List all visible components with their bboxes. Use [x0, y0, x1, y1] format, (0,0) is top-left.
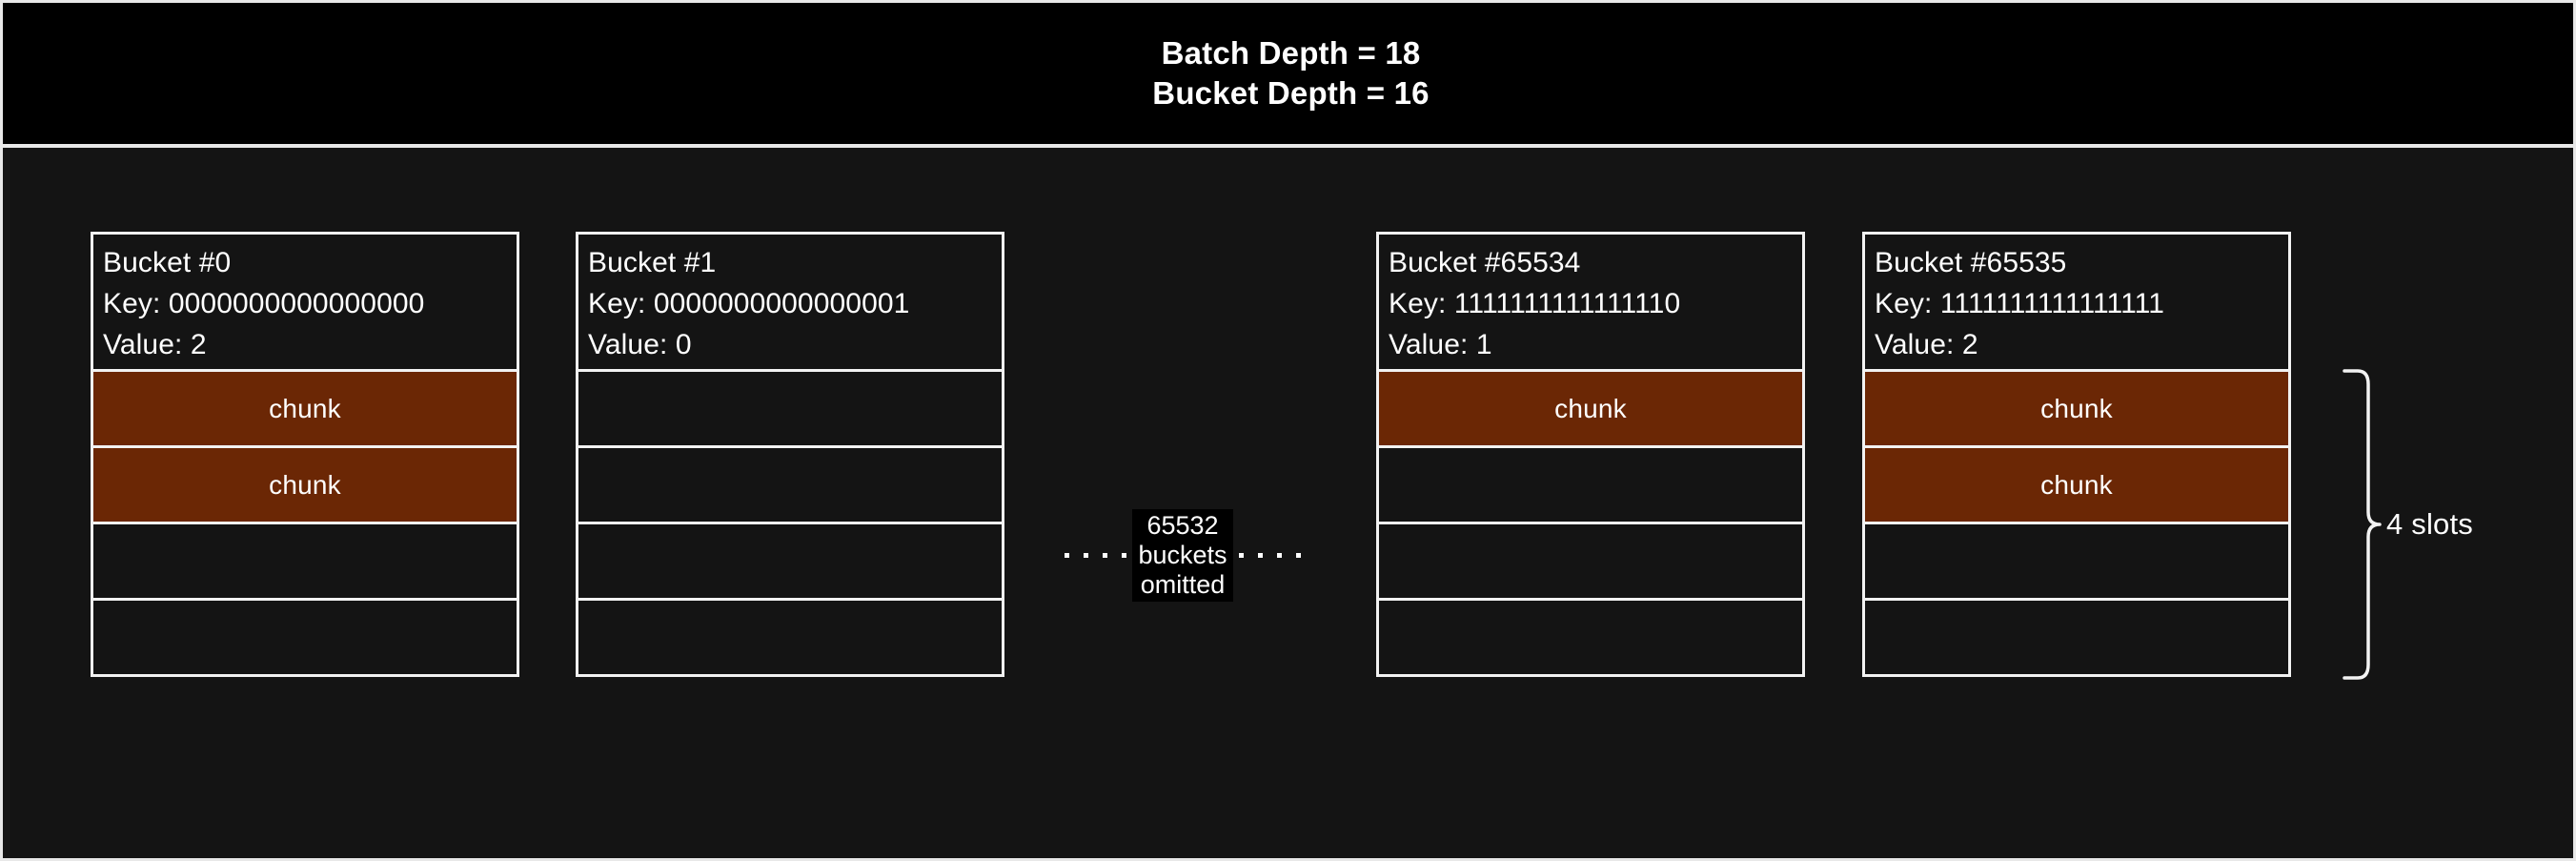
- diagram-header: Batch Depth = 18 Bucket Depth = 16: [3, 3, 2573, 148]
- bucket-65535-value: Value: 2: [1875, 329, 1978, 360]
- bucket-0-title: Bucket #0: [103, 247, 232, 278]
- diagram-canvas: Bucket #0 Key: 0000000000000000 Value: 2…: [3, 148, 2573, 858]
- bucket-65534-slot-2: [1376, 524, 1805, 601]
- dot-icon: [1238, 552, 1244, 558]
- bucket-65535-title: Bucket #65535: [1875, 247, 2067, 278]
- dot-icon: [1084, 552, 1089, 558]
- bucket-1-slot-0: [576, 372, 1004, 448]
- bucket-0-slot-1: chunk: [91, 448, 519, 524]
- curly-brace-icon: [2343, 369, 2382, 680]
- bucket-0-key: Key: 0000000000000000: [103, 288, 425, 319]
- bucket-65535-slot-2: [1862, 524, 2291, 601]
- bucket-65534-slot-1: [1376, 448, 1805, 524]
- dot-icon: [1257, 552, 1263, 558]
- chunk-label: chunk: [2040, 393, 2113, 423]
- bucket-65535-header: Bucket #65535 Key: 1111111111111111 Valu…: [1862, 232, 2291, 372]
- bucket-65534-slot-0: chunk: [1376, 372, 1805, 448]
- bucket-1-value: Value: 0: [588, 329, 692, 360]
- bucket-0-slot-0: chunk: [91, 372, 519, 448]
- dot-icon: [1295, 552, 1301, 558]
- bucket-1-slot-2: [576, 524, 1004, 601]
- dot-icon: [1065, 552, 1070, 558]
- bucket-65534: Bucket #65534 Key: 1111111111111110 Valu…: [1376, 232, 1805, 677]
- bucket-65534-header: Bucket #65534 Key: 1111111111111110 Valu…: [1376, 232, 1805, 372]
- bucket-0-slot-2: [91, 524, 519, 601]
- bucket-1-key: Key: 0000000000000001: [588, 288, 910, 319]
- omitted-noun: buckets: [1138, 540, 1227, 569]
- ellipsis-left: [1065, 552, 1127, 558]
- bucket-65534-key: Key: 1111111111111110: [1389, 288, 1681, 319]
- bucket-0-header: Bucket #0 Key: 0000000000000000 Value: 2: [91, 232, 519, 372]
- bucket-65534-value: Value: 1: [1389, 329, 1492, 360]
- bucket-65534-title: Bucket #65534: [1389, 247, 1581, 278]
- chunk-label: chunk: [269, 469, 341, 500]
- bucket-65535-slot-0: chunk: [1862, 372, 2291, 448]
- slots-annotation: 4 slots: [2343, 362, 2562, 687]
- bucket-0-value: Value: 2: [103, 329, 207, 360]
- bucket-65535-key: Key: 1111111111111111: [1875, 288, 2165, 319]
- omitted-verb: omitted: [1140, 569, 1226, 599]
- bucket-1: Bucket #1 Key: 0000000000000001 Value: 0: [576, 232, 1004, 677]
- dot-icon: [1122, 552, 1127, 558]
- slots-count-label: 4 slots: [2386, 507, 2473, 541]
- bucket-depth-text: Bucket Depth = 16: [1152, 75, 1430, 111]
- dot-icon: [1103, 552, 1108, 558]
- buckets-omitted-marker: 65532 buckets omitted: [1025, 502, 1340, 607]
- bucket-1-title: Bucket #1: [588, 247, 717, 278]
- bucket-1-header: Bucket #1 Key: 0000000000000001 Value: 0: [576, 232, 1004, 372]
- bucket-0: Bucket #0 Key: 0000000000000000 Value: 2…: [91, 232, 519, 677]
- omitted-text-block: 65532 buckets omitted: [1132, 508, 1233, 602]
- chunk-label: chunk: [269, 393, 341, 423]
- omitted-count: 65532: [1146, 510, 1219, 540]
- bucket-1-slot-1: [576, 448, 1004, 524]
- ellipsis-right: [1238, 552, 1301, 558]
- chunk-label: chunk: [1554, 393, 1627, 423]
- bucket-0-slot-3: [91, 601, 519, 677]
- bucket-65534-slot-3: [1376, 601, 1805, 677]
- bucket-65535: Bucket #65535 Key: 1111111111111111 Valu…: [1862, 232, 2291, 677]
- bucket-65535-slot-1: chunk: [1862, 448, 2291, 524]
- dot-icon: [1276, 552, 1282, 558]
- batch-depth-text: Batch Depth = 18: [1161, 35, 1421, 71]
- bucket-65535-slot-3: [1862, 601, 2291, 677]
- chunk-label: chunk: [2040, 469, 2113, 500]
- bucket-1-slot-3: [576, 601, 1004, 677]
